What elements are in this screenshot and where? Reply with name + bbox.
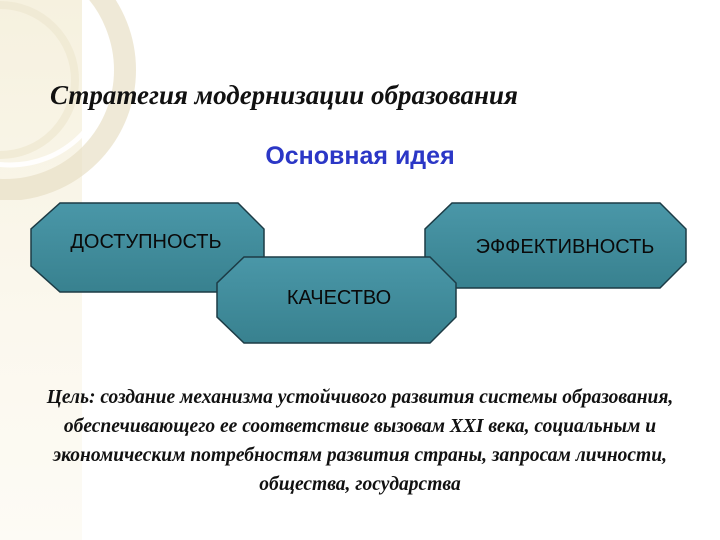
slide-title: Стратегия модернизации образования — [50, 80, 518, 110]
decorative-arcs — [0, 0, 136, 200]
slide-subtitle: Основная идея — [265, 142, 455, 170]
box-efficiency-label: ЭФФЕКТИВНОСТЬ — [475, 236, 655, 258]
goal-text: Цель: создание механизма устойчивого раз… — [46, 387, 674, 495]
box-efficiency — [424, 202, 687, 289]
box-quality-label: КАЧЕСТВО — [286, 287, 392, 309]
box-quality — [216, 256, 457, 344]
box-access-label: ДОСТУПНОСТЬ — [70, 231, 222, 253]
